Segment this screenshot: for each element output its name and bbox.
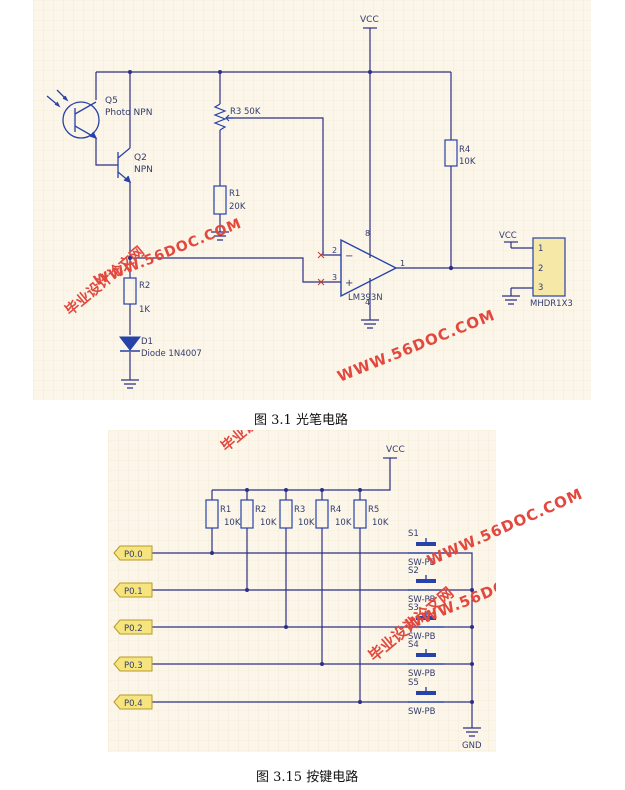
photo-transistor-icon — [46, 89, 100, 140]
wires — [152, 458, 473, 728]
key-svg: VCC R1 10K R2 10K R3 10K R4 10K R5 10K P… — [108, 430, 496, 752]
pin-1: 1 — [400, 259, 405, 268]
svg-text:SW-PB: SW-PB — [408, 595, 436, 605]
svg-text:SW-PB: SW-PB — [408, 669, 436, 679]
svg-text:10K: 10K — [224, 518, 241, 528]
comparator-icon — [333, 238, 398, 298]
conn-pin-1: 1 — [538, 244, 543, 254]
port-p0-2: P0.2 — [113, 619, 153, 635]
r1-resistor — [213, 185, 227, 215]
r4-value: 10K — [459, 157, 476, 167]
svg-text:S4: S4 — [408, 640, 419, 650]
d1-value: Diode 1N4007 — [141, 349, 202, 359]
svg-text:10K: 10K — [298, 518, 315, 528]
npn-transistor-icon — [117, 147, 132, 184]
grid-background — [108, 430, 496, 752]
switch-s1: S1 SW-PB — [408, 529, 444, 568]
light-pen-svg: VCC Q5 Photo NPN Q2 NPN R3 50K R1 20K R4… — [33, 0, 591, 400]
svg-text:R3: R3 — [294, 505, 305, 515]
header-connector — [532, 237, 566, 297]
ground-icon — [361, 319, 379, 329]
ground-icon — [502, 295, 520, 305]
ground-icon — [211, 231, 229, 241]
resistor-r5: R5 10K — [353, 499, 389, 529]
svg-text:S3: S3 — [408, 603, 419, 613]
r2-value: 1K — [139, 305, 150, 315]
svg-text:SW-PB: SW-PB — [408, 632, 436, 642]
r2-ref: R2 — [139, 281, 150, 291]
potentiometer-icon — [213, 103, 233, 131]
svg-text:10K: 10K — [335, 518, 352, 528]
port-p0-3: P0.3 — [113, 656, 153, 672]
pin-8: 8 — [365, 229, 370, 238]
light-pen-schematic: VCC Q5 Photo NPN Q2 NPN R3 50K R1 20K R4… — [33, 0, 591, 400]
pin-3: 3 — [332, 273, 337, 282]
port-p0-0: P0.0 — [113, 545, 153, 561]
key-schematic: VCC R1 10K R2 10K R3 10K R4 10K R5 10K P… — [108, 430, 496, 752]
r1-value: 20K — [229, 202, 246, 212]
no-connect-marks — [317, 251, 325, 286]
plus-sign: + — [345, 278, 353, 289]
r1-ref: R1 — [229, 189, 240, 199]
q5-ref: Q5 — [105, 96, 118, 106]
port-p0-1: P0.1 — [113, 582, 153, 598]
figure-1-caption: 图 3.1 光笔电路 — [254, 413, 348, 428]
vcc-label: VCC — [386, 445, 405, 455]
r2-resistor — [123, 277, 137, 305]
r3-label: R3 50K — [230, 107, 261, 117]
ground-icon — [121, 379, 139, 389]
r4-ref: R4 — [459, 145, 470, 155]
diode-icon — [118, 336, 142, 352]
svg-text:P0.2: P0.2 — [124, 624, 143, 634]
pin-4: 4 — [365, 298, 370, 307]
junctions — [210, 488, 474, 704]
q5-value: Photo NPN — [105, 108, 152, 118]
svg-text:S1: S1 — [408, 529, 419, 539]
conn-pin-2: 2 — [538, 264, 543, 274]
svg-text:S5: S5 — [408, 678, 419, 688]
grid-background — [33, 0, 591, 400]
resistor-r2: R2 10K — [240, 499, 277, 529]
svg-text:R1: R1 — [220, 505, 231, 515]
minus-sign: − — [345, 251, 353, 262]
conn-vcc: VCC — [499, 231, 517, 241]
switch-s2: S2 SW-PB — [408, 566, 444, 605]
resistor-r3: R3 10K — [279, 499, 315, 529]
resistor-r4: R4 10K — [315, 499, 352, 529]
switch-s3: S3 SW-PB — [408, 603, 444, 642]
svg-text:R5: R5 — [368, 505, 379, 515]
r4-resistor — [444, 139, 458, 167]
ground-icon — [463, 727, 481, 737]
svg-text:S2: S2 — [408, 566, 419, 576]
q2-ref: Q2 — [134, 153, 147, 163]
svg-text:10K: 10K — [372, 518, 389, 528]
svg-text:SW-PB: SW-PB — [408, 707, 436, 717]
conn-part: MHDR1X3 — [530, 299, 573, 309]
figure-2-caption: 图 3.15 按键电路 — [256, 770, 359, 785]
junctions — [128, 70, 454, 271]
svg-text:10K: 10K — [260, 518, 277, 528]
q2-value: NPN — [134, 165, 153, 175]
gnd-label: GND — [462, 741, 482, 751]
svg-text:SW-PB: SW-PB — [408, 558, 436, 568]
svg-text:P0.0: P0.0 — [124, 550, 143, 560]
svg-text:P0.3: P0.3 — [124, 661, 143, 671]
d1-ref: D1 — [141, 337, 153, 347]
svg-text:R2: R2 — [255, 505, 266, 515]
svg-text:P0.4: P0.4 — [124, 699, 143, 709]
pin-2: 2 — [332, 246, 337, 255]
switch-s5: S5 SW-PB — [408, 678, 444, 717]
port-p0-4: P0.4 — [113, 694, 153, 710]
svg-text:P0.1: P0.1 — [124, 587, 143, 597]
conn-pin-3: 3 — [538, 283, 543, 293]
comparator-part: LM393N — [348, 293, 383, 303]
switch-s4: S4 SW-PB — [408, 640, 444, 679]
resistor-r1: R1 10K — [205, 499, 241, 529]
svg-text:R4: R4 — [330, 505, 341, 515]
vcc-symbol: VCC — [360, 15, 379, 29]
svg-text:VCC: VCC — [360, 15, 379, 25]
wires — [95, 28, 533, 380]
